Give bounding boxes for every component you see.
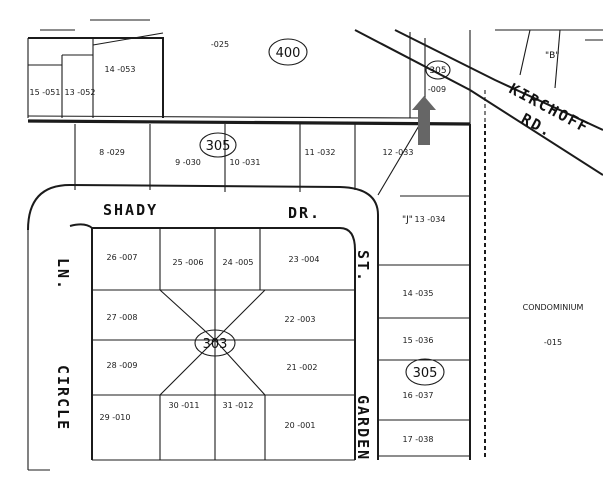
lot-23: 23 -004 bbox=[289, 255, 320, 264]
lot-26: 26 -007 bbox=[107, 253, 138, 262]
lot-14: 14 -053 bbox=[105, 65, 136, 74]
map-number-305-right-circle bbox=[405, 358, 445, 386]
lot-31: 31 -012 bbox=[223, 401, 254, 410]
lot-30: 30 -011 bbox=[169, 401, 200, 410]
top-right-block bbox=[495, 29, 603, 89]
street-circle: CIRCLE bbox=[54, 365, 72, 431]
map-number-305-right: 305 bbox=[413, 366, 438, 381]
street-garden: GARDEN bbox=[354, 395, 372, 461]
map-number-305: 305 bbox=[206, 139, 231, 154]
lot-12: 12 -033 bbox=[383, 148, 414, 157]
map-number-303-circle bbox=[194, 329, 236, 357]
condominium-label: CONDOMINIUM bbox=[523, 303, 584, 312]
top-left-block bbox=[27, 19, 164, 118]
lot-17-east: 17 -038 bbox=[403, 435, 434, 444]
shady-dr-outer bbox=[27, 183, 379, 460]
parcel-code-009: -009 bbox=[428, 85, 446, 94]
lot-8: 8 -029 bbox=[99, 148, 125, 157]
lot-16-east: 16 -037 bbox=[403, 391, 434, 400]
lot-20: 20 -001 bbox=[285, 421, 316, 430]
east-block bbox=[378, 123, 486, 460]
lot-28: 28 -009 bbox=[107, 361, 138, 370]
map-number-400-circle bbox=[268, 38, 308, 66]
lot-27: 27 -008 bbox=[107, 313, 138, 322]
block-boundary bbox=[27, 119, 471, 126]
shady-dr-inner bbox=[69, 223, 93, 460]
lot-11: 11 -032 bbox=[305, 148, 336, 157]
lot-13: 13 -052 bbox=[65, 88, 96, 97]
lot-j-label: "J" bbox=[402, 215, 413, 225]
up-arrow-icon bbox=[412, 96, 436, 145]
lot-21: 21 -002 bbox=[287, 363, 318, 372]
lot-9: 9 -030 bbox=[175, 158, 201, 167]
street-dr: DR. bbox=[288, 204, 321, 222]
map-number-400: 400 bbox=[276, 46, 301, 61]
street-st: ST. bbox=[354, 250, 372, 283]
lot-25: 25 -006 bbox=[173, 258, 204, 267]
street-ln: LN. bbox=[54, 258, 72, 291]
map-number-305-tag-circle bbox=[425, 60, 451, 80]
lot-15: 15 -051 bbox=[30, 88, 61, 97]
map-number-305-circle bbox=[199, 132, 237, 158]
street-shady: SHADY bbox=[103, 201, 158, 219]
lot-10: 10 -031 bbox=[230, 158, 261, 167]
map-number-305-tag: 305 bbox=[429, 66, 446, 76]
map-number-303: 303 bbox=[203, 337, 228, 352]
lot-14-east: 14 -035 bbox=[403, 289, 434, 298]
inner-block bbox=[92, 228, 355, 461]
kirchoff-rd bbox=[354, 29, 603, 176]
parcel-code-025: -025 bbox=[211, 40, 229, 49]
lot-24: 24 -005 bbox=[223, 258, 254, 267]
lot-22: 22 -003 bbox=[285, 315, 316, 324]
block-b-label: "B" bbox=[545, 51, 559, 61]
lot-29: 29 -010 bbox=[100, 413, 131, 422]
lot-13-east: 13 -034 bbox=[415, 215, 446, 224]
parcel-code-015: -015 bbox=[544, 338, 562, 347]
north-lots bbox=[74, 123, 421, 196]
lot-15-east: 15 -036 bbox=[403, 336, 434, 345]
